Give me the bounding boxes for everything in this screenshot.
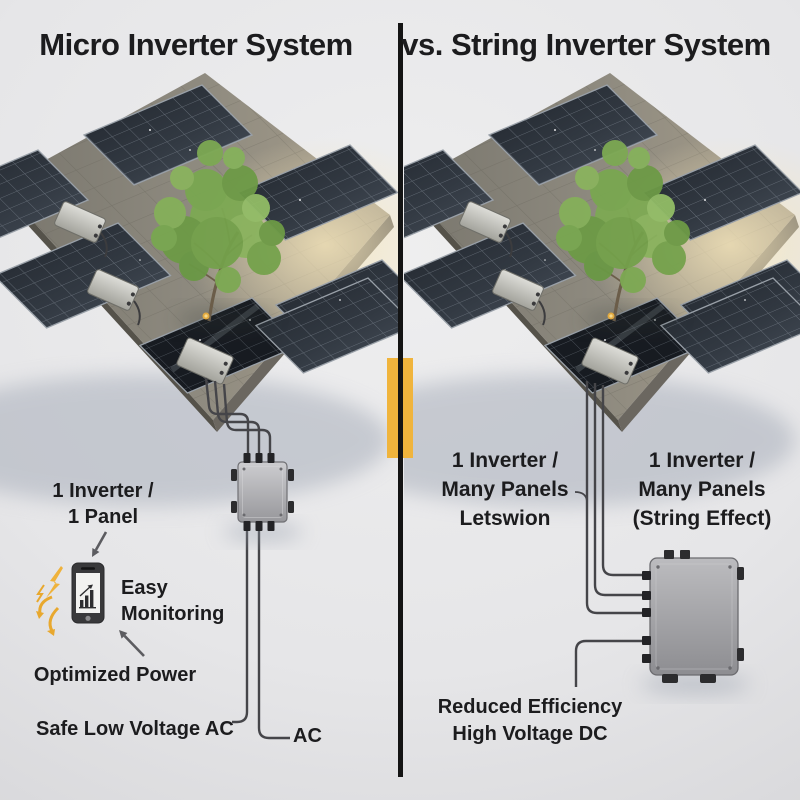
label-line: Reduced Efficiency	[437, 696, 623, 718]
right-title: vs. String Inverter System	[401, 27, 771, 62]
divider-line	[398, 23, 403, 777]
dc-wire	[204, 377, 250, 456]
label-line: 1 Inverter /	[648, 449, 756, 472]
energy-sparks-icon	[36, 566, 63, 636]
ac-wire	[232, 528, 249, 724]
label-inverter-ratio: 1 Inverter / 1 Panel	[52, 478, 153, 530]
dc-wire	[593, 383, 646, 597]
label-line: (String Effect)	[632, 507, 772, 530]
micro-inverter-wiring	[204, 377, 290, 740]
string-inverter-wiring	[574, 381, 646, 687]
label-line: Many Panels	[638, 478, 766, 501]
dc-wire	[601, 385, 646, 577]
bar-chart-glyph	[79, 584, 96, 609]
left-title: Micro Inverter System	[39, 27, 353, 62]
label-line: 1 Inverter /	[451, 449, 559, 472]
label-easy-monitoring: Easy Monitoring	[121, 575, 224, 627]
micro-combiner-box	[223, 453, 303, 541]
pointer-arrow-icon	[119, 630, 145, 657]
smartphone-icon	[71, 562, 105, 624]
label-line: Monitoring	[121, 603, 225, 625]
string-inverter-box	[640, 550, 750, 694]
dc-wire	[222, 383, 272, 456]
label-string-ratio-left: 1 Inverter / Many Panels Letswion	[441, 446, 568, 533]
label-line: Easy	[121, 577, 168, 599]
label-line: 1 Inverter /	[52, 480, 154, 502]
label-line: Many Panels	[441, 478, 569, 501]
dc-wire-to-label	[574, 639, 646, 687]
label-line: Letswion	[459, 507, 551, 530]
label-string-ratio-right: 1 Inverter / Many Panels (String Effect)	[633, 446, 772, 533]
label-line: 1 Panel	[67, 506, 139, 528]
label-reduced-efficiency: Reduced Efficiency High Voltage DC	[438, 694, 623, 748]
pointer-arrow-icon	[92, 531, 108, 557]
dc-wire	[213, 380, 261, 456]
dc-wire	[585, 381, 646, 615]
label-safe-low-voltage-ac: Safe Low Voltage AC	[36, 718, 234, 740]
ac-wire	[257, 528, 290, 740]
label-optimized-power: Optimized Power	[33, 664, 197, 686]
label-ac: AC	[293, 725, 322, 747]
label-line: High Voltage DC	[452, 723, 608, 745]
label-connector-line	[574, 491, 588, 519]
